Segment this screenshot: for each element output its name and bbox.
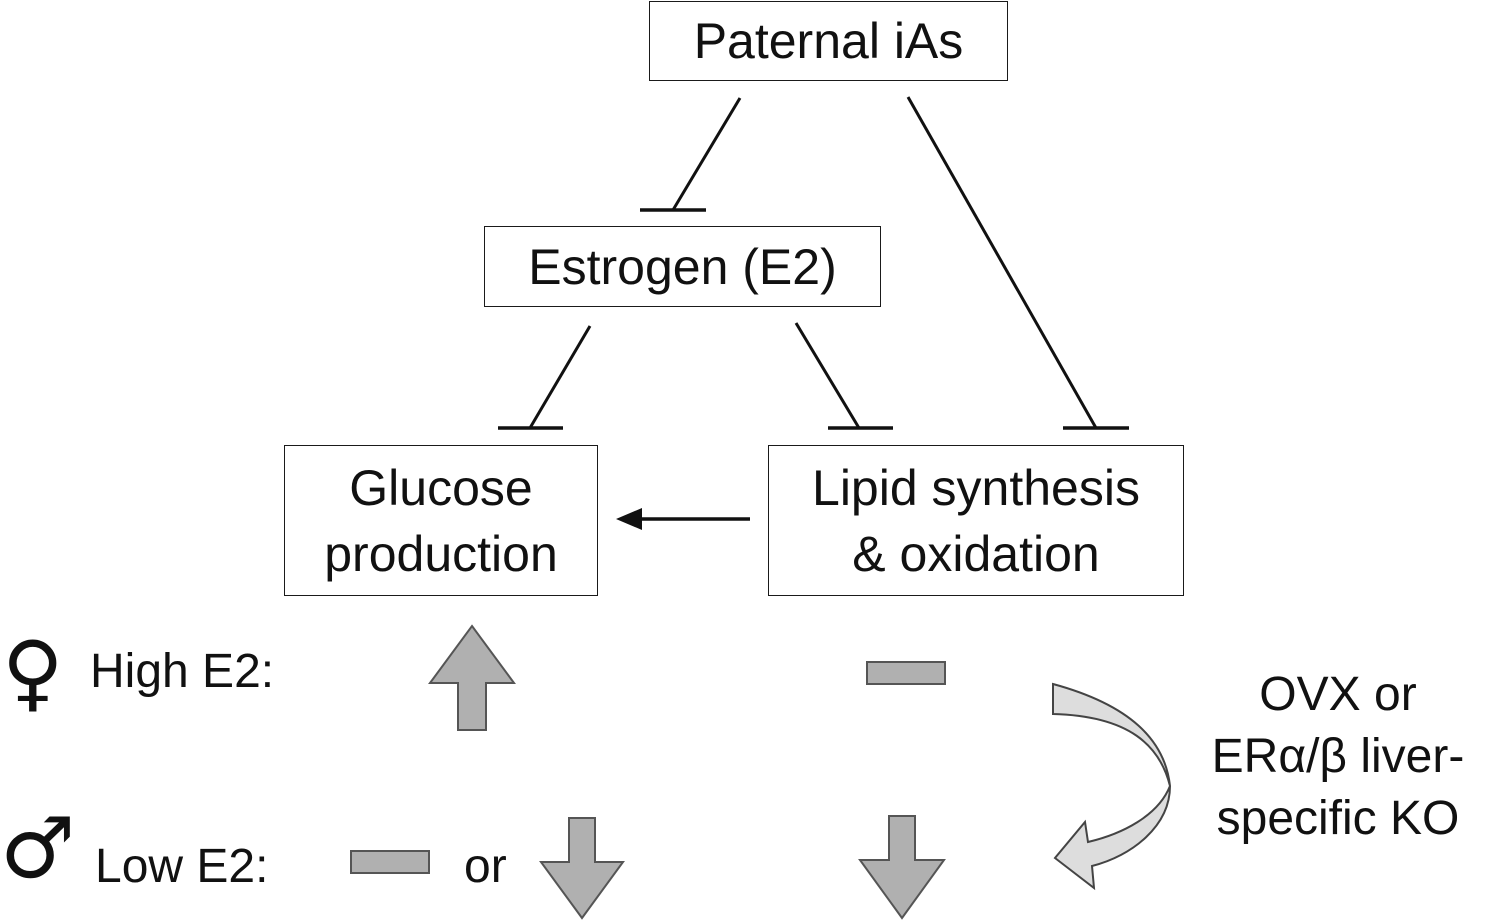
down-arrow-icon <box>539 817 625 920</box>
female-high-e2-label: High E2: <box>90 645 275 698</box>
inhibit-estrogen-to-glucose <box>498 325 592 430</box>
no-change-bar-icon <box>350 850 430 874</box>
side-note-ovx-ko: OVX or ERα/β liver- specific KO <box>1188 664 1488 850</box>
node-glucose-line-1: Glucose <box>349 459 533 516</box>
down-arrow-icon <box>858 815 946 920</box>
inhibit-estrogen-to-lipid <box>794 322 893 430</box>
curved-arrow-icon <box>1052 682 1172 891</box>
arrow-lipid-to-glucose <box>616 508 750 530</box>
inhibit-paternal-to-lipid <box>906 96 1129 430</box>
inhibit-paternal-to-estrogen <box>640 97 742 212</box>
node-lipid-synthesis: Lipid synthesis & oxidation <box>768 445 1184 596</box>
node-glucose-production: Glucose production <box>284 445 598 596</box>
node-lipid-line-1: Lipid synthesis <box>812 459 1140 516</box>
male-symbol-icon: ♂ <box>0 799 76 897</box>
node-estrogen: Estrogen (E2) <box>484 226 881 307</box>
or-text: or <box>464 840 507 893</box>
side-note-line-3: specific KO <box>1216 792 1460 845</box>
male-low-e2-label: Low E2: <box>95 840 269 893</box>
node-paternal-ias: Paternal iAs <box>649 1 1008 81</box>
no-change-bar-icon <box>866 661 946 685</box>
node-lipid-line-2: & oxidation <box>852 525 1100 582</box>
node-glucose-line-2: production <box>324 525 558 582</box>
side-note-line-2: ERα/β liver- <box>1211 730 1465 783</box>
female-symbol-icon: ♀ <box>2 623 64 721</box>
node-estrogen-label: Estrogen (E2) <box>528 238 837 295</box>
up-arrow-icon <box>428 624 516 731</box>
side-note-line-1: OVX or <box>1259 668 1417 721</box>
node-paternal-ias-label: Paternal iAs <box>693 13 964 69</box>
